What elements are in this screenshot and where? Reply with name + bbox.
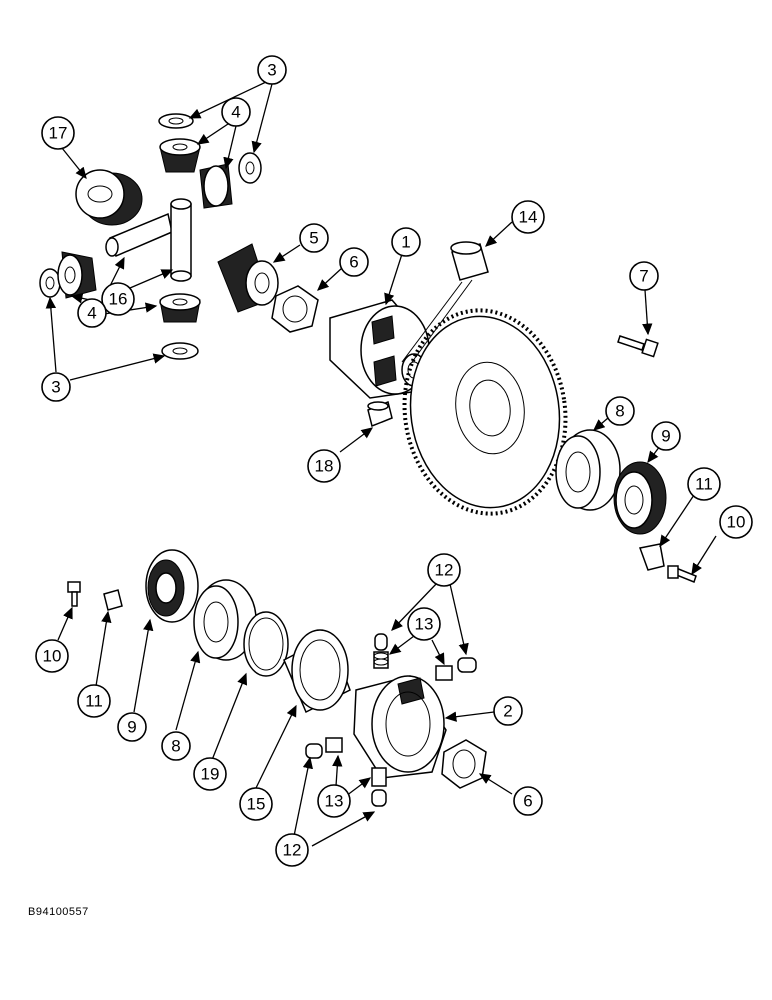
callout-10: 10 [719, 505, 753, 539]
svg-text:3: 3 [51, 378, 60, 397]
callout-4: 4 [221, 97, 251, 127]
svg-text:4: 4 [231, 103, 240, 122]
callout-11: 11 [687, 467, 721, 501]
bushing-part [450, 241, 489, 281]
svg-text:11: 11 [85, 692, 103, 711]
svg-text:9: 9 [127, 718, 136, 737]
callout-16: 16 [101, 282, 135, 316]
thrust-washer-part [238, 152, 262, 184]
callout-19: 19 [193, 757, 227, 791]
collar-part [283, 629, 351, 714]
thrust-washer-part [158, 113, 194, 129]
callout-7: 7 [629, 261, 659, 291]
plunger-part [305, 743, 323, 759]
svg-text:2: 2 [503, 702, 512, 721]
svg-text:7: 7 [639, 267, 648, 286]
spring-part [325, 737, 343, 753]
callout-12: 12 [275, 833, 309, 867]
bolt-part [667, 565, 697, 583]
callout-17: 17 [41, 116, 75, 150]
plunger-part [457, 657, 477, 673]
svg-text:5: 5 [309, 229, 318, 248]
thrust-washer-part [161, 342, 199, 360]
ring-gear-part [402, 308, 568, 516]
side-gear-part [75, 169, 143, 226]
callout-9: 9 [651, 421, 681, 451]
svg-text:13: 13 [415, 615, 434, 634]
cross-shaft-part [105, 198, 192, 282]
callout-15: 15 [239, 787, 273, 821]
case-half-part [353, 675, 447, 779]
callout-10: 10 [35, 639, 69, 673]
pinion-gear-part [159, 138, 201, 173]
callout-18: 18 [307, 449, 341, 483]
plunger-part [374, 633, 388, 651]
svg-text:10: 10 [727, 513, 746, 532]
callout-13: 13 [317, 784, 351, 818]
retainer-plate-part [441, 739, 487, 789]
retainer-plate-part [271, 285, 319, 333]
bolt-part [67, 581, 81, 607]
svg-text:15: 15 [247, 795, 266, 814]
svg-text:4: 4 [87, 304, 96, 323]
callout-3: 3 [41, 372, 71, 402]
pinion-gear-part [57, 251, 97, 299]
svg-text:12: 12 [435, 561, 454, 580]
lock-tab-part [103, 589, 123, 611]
svg-text:8: 8 [171, 737, 180, 756]
differential-case-part [329, 299, 431, 399]
lock-tab-part [638, 543, 665, 571]
drawing-code-label: B94100557 [28, 906, 89, 918]
pinion-gear-part [199, 163, 233, 209]
svg-text:11: 11 [695, 475, 713, 494]
bolt-part [617, 335, 659, 358]
callout-9: 9 [117, 712, 147, 742]
svg-text:18: 18 [315, 457, 334, 476]
svg-text:12: 12 [283, 841, 302, 860]
svg-text:17: 17 [49, 124, 68, 143]
svg-text:3: 3 [267, 61, 276, 80]
adjusting-nut-part [613, 461, 667, 535]
svg-text:19: 19 [201, 765, 220, 784]
side-gear-part [217, 243, 279, 313]
snap-ring-part [243, 611, 289, 677]
callout-5: 5 [299, 223, 329, 253]
callout-6: 6 [339, 247, 369, 277]
svg-text:6: 6 [523, 792, 532, 811]
callout-8: 8 [161, 731, 191, 761]
svg-text:16: 16 [109, 290, 128, 309]
svg-text:14: 14 [519, 208, 538, 227]
svg-text:8: 8 [615, 402, 624, 421]
callout-1: 1 [391, 227, 421, 257]
plunger-part [371, 789, 387, 807]
callout-2: 2 [493, 696, 523, 726]
svg-text:1: 1 [401, 233, 410, 252]
callout-14: 14 [511, 200, 545, 234]
pinion-gear-part [159, 293, 201, 323]
spring-part [371, 767, 387, 787]
callout-13: 13 [407, 607, 441, 641]
svg-text:13: 13 [325, 792, 344, 811]
svg-text:6: 6 [349, 253, 358, 272]
svg-text:10: 10 [43, 647, 62, 666]
callout-3: 3 [257, 55, 287, 85]
callout-4: 4 [77, 298, 107, 328]
pin-part [367, 400, 393, 428]
spring-part [435, 665, 453, 681]
thrust-washer-part [39, 268, 61, 298]
callout-11: 11 [77, 684, 111, 718]
callout-6: 6 [513, 786, 543, 816]
svg-text:9: 9 [661, 427, 670, 446]
spring-part [373, 651, 389, 669]
bearing-part [555, 429, 621, 511]
callout-12: 12 [427, 553, 461, 587]
adjusting-nut-part [145, 549, 199, 623]
bearing-part [193, 579, 257, 661]
callout-8: 8 [605, 396, 635, 426]
